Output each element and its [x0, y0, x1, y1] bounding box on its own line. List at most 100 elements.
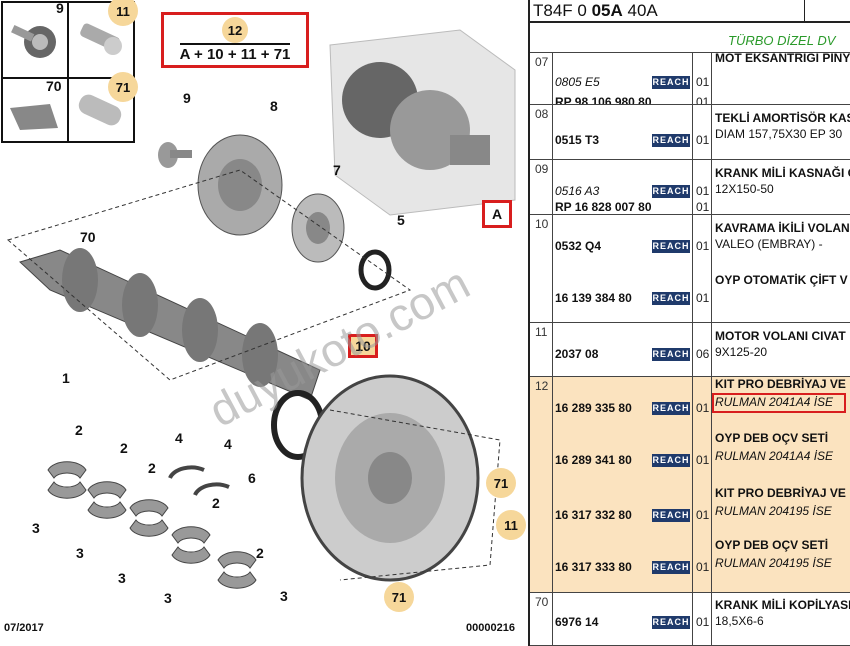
part-reference[interactable]: 0515 T3: [555, 133, 600, 147]
inset-callout: 11: [108, 0, 138, 26]
part-reference[interactable]: 6976 14: [555, 615, 599, 629]
inset-label: 9: [56, 0, 64, 16]
quantity: 01: [696, 184, 710, 198]
item-number: 09: [535, 162, 549, 176]
callout-70: 70: [80, 229, 96, 245]
part-reference[interactable]: 16 317 332 80: [555, 508, 632, 522]
part-description-detail: VALEO (EMBRAY) -: [715, 237, 823, 251]
table-row[interactable]: 70 6976 14 REACH 01 KRANK MİLİ KOPİLYASI 18,5…: [530, 593, 850, 646]
highlight-marker: [712, 393, 846, 413]
reach-badge: REACH: [652, 76, 690, 89]
callout-4: 4: [175, 430, 183, 446]
screw-icon: [80, 23, 122, 55]
part-description: TEKLİ AMORTİSÖR KAS: [715, 111, 850, 125]
callout-4: 4: [224, 436, 232, 452]
quantity: 01: [696, 133, 710, 147]
reach-badge: REACH: [652, 616, 690, 629]
callout-9: 9: [183, 90, 191, 106]
quantity: 01: [696, 615, 710, 629]
part-reference[interactable]: 16 289 335 80: [555, 401, 632, 415]
quantity: 01: [696, 239, 710, 253]
part-reference[interactable]: RP 98 106 980 80: [555, 95, 652, 105]
footer-code: 00000216: [466, 622, 515, 634]
kit-formula-box: 12 A + 10 + 11 + 71: [161, 12, 309, 68]
divider: [804, 0, 805, 23]
callout-A-highlight: A: [482, 200, 512, 228]
section-title: TÜRBO DİZEL DV: [530, 23, 850, 53]
formula-ref-callout: 12: [222, 17, 248, 43]
part-reference[interactable]: RP 16 828 007 80: [555, 200, 652, 214]
callout-7: 7: [333, 162, 341, 178]
callout-5: 5: [397, 212, 405, 228]
part-description-detail: RULMAN 204195 İSE: [715, 556, 832, 570]
reach-badge: REACH: [652, 240, 690, 253]
part-reference[interactable]: 0532 Q4: [555, 239, 602, 253]
callout-2: 2: [75, 422, 83, 438]
title-bold: 05A: [591, 1, 623, 20]
callout-71: 71: [486, 468, 516, 498]
callout-3: 3: [32, 520, 40, 536]
part-description: OYP DEB OÇV SETİ: [715, 431, 829, 445]
part-description-detail: 12X150-50: [715, 182, 774, 196]
table-row[interactable]: 11 2037 08 REACH 06 MOTOR VOLANI CIVAT 9X125-…: [530, 323, 850, 377]
part-reference[interactable]: 16 289 341 80: [555, 453, 632, 467]
part-description: KAVRAMA İKİLİ VOLAN: [715, 221, 850, 235]
part-reference[interactable]: 2037 08: [555, 347, 599, 361]
kit-formula: A + 10 + 11 + 71: [179, 43, 291, 63]
callout-10-highlight: 10: [348, 334, 378, 358]
part-description-detail: 9X125-20: [715, 345, 768, 359]
diagram-drawing: [1, 1, 516, 589]
item-number: 10: [535, 217, 549, 231]
part-description-detail: DIAM 157,75X30 EP 30: [715, 127, 843, 141]
quantity: 01: [696, 453, 710, 467]
quantity: 01: [696, 291, 710, 305]
part-description: KRANK MİLİ KOPİLYASI: [715, 598, 850, 612]
part-reference[interactable]: 16 317 333 80: [555, 560, 632, 574]
part-reference[interactable]: 16 139 384 80: [555, 291, 632, 305]
column-divider: [711, 53, 712, 646]
callout-3: 3: [164, 590, 172, 606]
inset-callout: 71: [108, 72, 138, 102]
table-row[interactable]: 10 0532 Q4 REACH 01 KAVRAMA İKİLİ VOLAN VALEO…: [530, 215, 850, 323]
table-title: T84F 0 05A 40A: [530, 0, 850, 23]
callout-3: 3: [76, 545, 84, 561]
reach-badge: REACH: [652, 348, 690, 361]
title-suffix: 40A: [622, 1, 658, 20]
dowel-pin-icon: [78, 94, 122, 126]
item-number: 11: [535, 325, 548, 339]
part-description: MOTOR VOLANI CIVAT: [715, 329, 846, 343]
callout-11: 11: [496, 510, 526, 540]
item-number: 70: [535, 595, 549, 609]
callout-1: 1: [62, 370, 70, 386]
reach-badge: REACH: [652, 561, 690, 574]
callout-2: 2: [256, 545, 264, 561]
part-description-detail: 18,5X6-6: [715, 614, 764, 628]
callout-6: 6: [248, 470, 256, 486]
item-number: 08: [535, 107, 549, 121]
reach-badge: REACH: [652, 402, 690, 415]
part-description: KIT PRO DEBRİYAJ VE: [715, 486, 846, 500]
column-divider: [552, 53, 553, 646]
callout-2: 2: [148, 460, 156, 476]
callout-8: 8: [270, 98, 278, 114]
part-description: OYP OTOMATİK ÇİFT V: [715, 273, 848, 287]
item-number: 12: [535, 379, 549, 393]
exploded-parts-diagram: 9 11 70 71 12 A + 10 + 11 + 71 9 8 7 5 7…: [1, 0, 526, 634]
item-number: 07: [535, 55, 549, 69]
part-description-detail: RULMAN 2041A4 İSE: [715, 395, 834, 409]
callout-3: 3: [280, 588, 288, 604]
part-description-detail: RULMAN 204195 İSE: [715, 504, 832, 518]
part-reference[interactable]: 0516 A3: [555, 184, 600, 198]
key-icon: [10, 104, 58, 130]
title-prefix: T84F 0: [533, 1, 592, 20]
quantity: 01: [696, 508, 710, 522]
quantity: 06: [696, 347, 710, 361]
parts-table: T84F 0 05A 40A TÜRBO DİZEL DV 07 0805 E5 R…: [528, 0, 850, 646]
part-reference[interactable]: 0805 E5: [555, 75, 600, 89]
quantity: 01: [696, 200, 710, 214]
inset-label: 70: [46, 78, 62, 94]
